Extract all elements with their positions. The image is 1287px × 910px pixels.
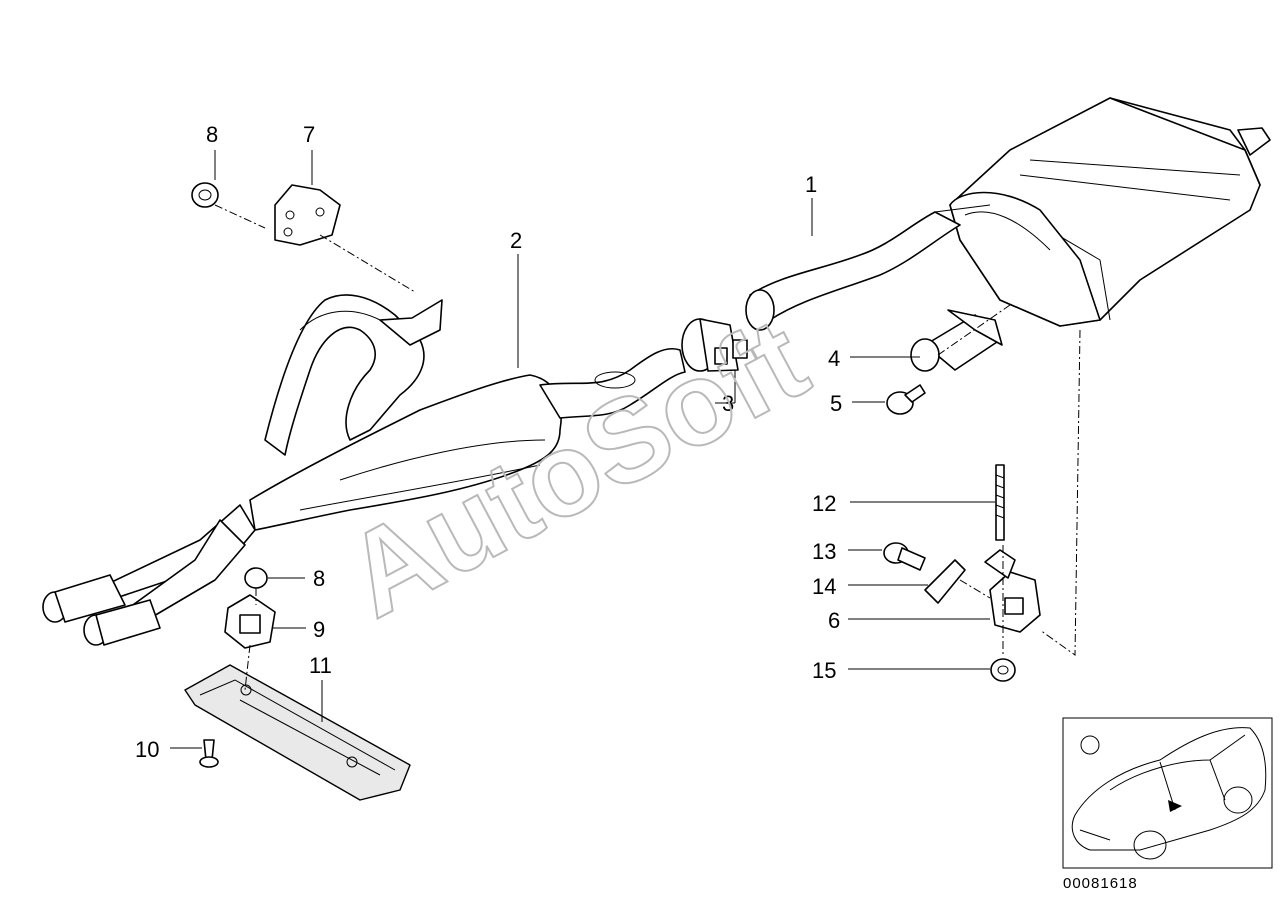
callout-4: 4 (828, 346, 840, 371)
callout-14: 14 (812, 574, 836, 599)
assembly-line (1039, 329, 1081, 656)
callout-10: 10 (135, 737, 159, 762)
diagram-code: 00081618 (1063, 875, 1138, 892)
bolt-13 (883, 542, 926, 571)
rubber-mount-9 (224, 594, 276, 649)
callout-8-bottom: 8 (313, 566, 325, 591)
assembly-line (244, 644, 251, 691)
assembly-line (937, 304, 1011, 356)
screw-10 (199, 739, 219, 768)
callout-labels: 1 2 3 4 5 6 7 8 8 9 10 11 12 13 14 15 (135, 122, 842, 762)
callout-5: 5 (830, 391, 842, 416)
rubber-hanger-6 (984, 549, 1041, 633)
rear-muffler (949, 97, 1271, 327)
adapter-pipe (910, 309, 1003, 372)
leader-lines (170, 150, 995, 749)
vehicle-thumbnail (1062, 717, 1273, 869)
assembly-line (319, 234, 416, 293)
nut-8-top (191, 182, 219, 208)
stud-12 (995, 464, 1005, 541)
nut-8-bottom (244, 567, 268, 589)
callout-1: 1 (805, 172, 817, 197)
assembly-line (959, 579, 991, 599)
callout-7: 7 (303, 122, 315, 147)
nut-15 (990, 658, 1016, 682)
pipe-clamp (681, 318, 748, 372)
bolt-5 (886, 384, 926, 415)
callout-12: 12 (812, 491, 836, 516)
bracket-7 (274, 184, 341, 246)
callout-11: 11 (309, 653, 332, 678)
callout-15: 15 (812, 658, 836, 683)
assembly-line (214, 204, 266, 229)
callout-2: 2 (510, 228, 522, 253)
heat-shield-plate-11 (184, 664, 411, 801)
front-silencer (42, 294, 686, 646)
callout-6: 6 (828, 608, 840, 633)
plate-14 (924, 559, 966, 604)
callout-13: 13 (812, 539, 836, 564)
callout-9: 9 (313, 617, 325, 642)
connecting-pipe (745, 204, 991, 331)
callout-3: 3 (722, 391, 734, 416)
callout-8-top: 8 (206, 122, 218, 147)
